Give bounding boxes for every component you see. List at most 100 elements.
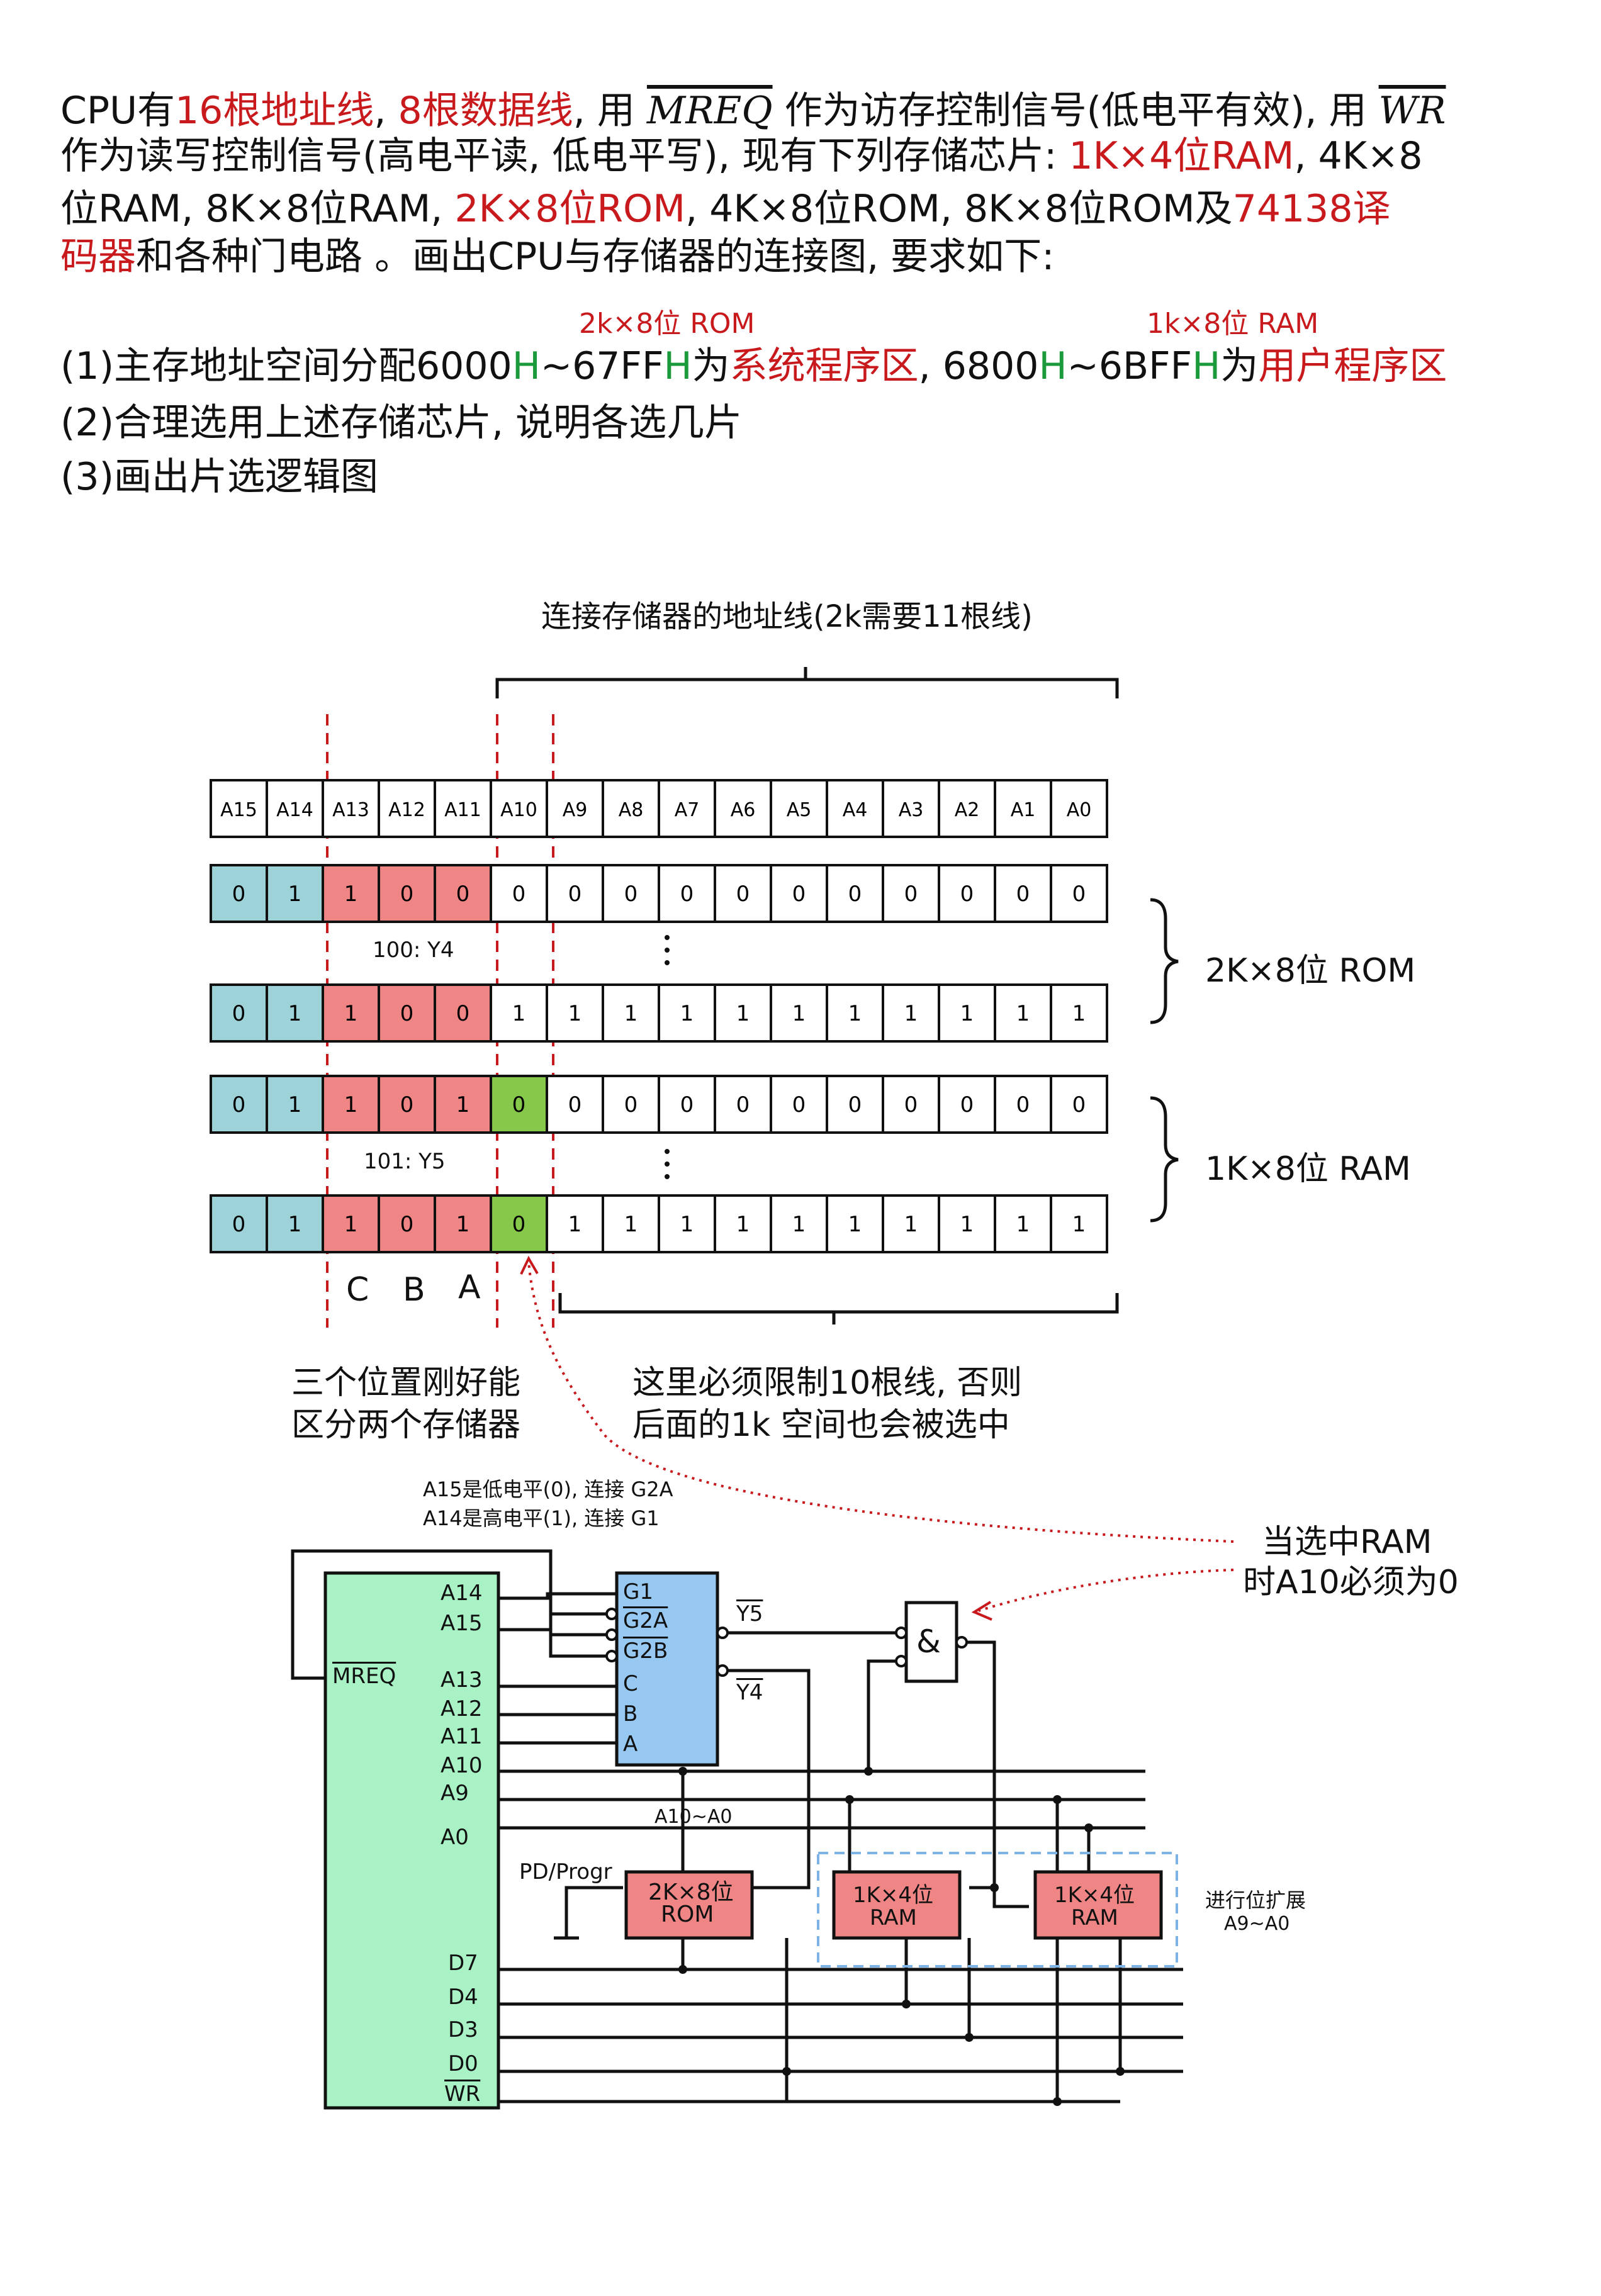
bit-cell [1050, 983, 1108, 1043]
note-left-1: 三个位置刚好能 [291, 1364, 521, 1402]
bit-cell-text: 0 [400, 1001, 414, 1026]
cpu-pin: D7 [448, 1951, 478, 1976]
header-cell-text: A7 [675, 799, 700, 821]
q-text: ~67FF [540, 344, 664, 388]
ram-group-label: 1K×8位 RAM [1205, 1150, 1411, 1188]
bit-cell-text: 0 [960, 1092, 974, 1117]
bus-label: A10~A0 [654, 1806, 733, 1828]
arrow-head [971, 1601, 992, 1621]
hex-suffix: H [512, 344, 541, 388]
cpu-pin: A0 [441, 1825, 469, 1850]
bit-cell-text: 1 [344, 1001, 358, 1026]
header-cell-text: A2 [955, 799, 980, 821]
cpu-pin: A11 [441, 1724, 483, 1749]
ram2-line2: RAM [1071, 1905, 1118, 1930]
bit-cell [210, 1194, 268, 1253]
bit-cell [826, 983, 884, 1043]
bit-cell [322, 864, 380, 923]
bit-cell [266, 1194, 324, 1253]
bit-extension-box [817, 1852, 1178, 1968]
bit-cell-text: 0 [792, 882, 806, 907]
cpu-pin: A14 [441, 1581, 483, 1606]
a15-note: A15是低电平(0), 连接 G2A [423, 1477, 673, 1501]
header-cell-text: A3 [899, 799, 924, 821]
bit-cell-text: 1 [456, 1212, 470, 1237]
question-line-3: 位RAM, 8K×8位RAM, 2K×8位ROM, 4K×8位ROM, 8K×8… [60, 186, 1391, 232]
question-line-2: 作为读写控制信号(高电平读, 低电平写), 现有下列存储芯片: 1K×4位RAM… [60, 133, 1423, 179]
bit-cell [322, 983, 380, 1043]
header-cell-text: A5 [787, 799, 812, 821]
bit-cell-text: 1 [960, 1001, 974, 1026]
header-cell-text: A10 [500, 799, 537, 821]
bit-cell-text: 0 [232, 1001, 246, 1026]
bit-cell [322, 1194, 380, 1253]
bit-cell-text: 0 [736, 882, 750, 907]
rom-chip [624, 1870, 754, 1940]
bit-cell-text: 1 [288, 882, 302, 907]
bit-cell-text: 1 [904, 1001, 918, 1026]
decoder-pin: C [623, 1671, 638, 1696]
question-line-4: 码器和各种门电路 。画出CPU与存储器的连接图, 要求如下: [60, 234, 1054, 279]
bit-cell-text: 0 [960, 882, 974, 907]
bit-cell [490, 1194, 548, 1253]
and-symbol: & [916, 1623, 941, 1660]
bit-cell-text: 1 [680, 1212, 694, 1237]
bit-cell [938, 1194, 996, 1253]
decoder-74138 [615, 1571, 719, 1767]
wr-signal: WR [1378, 89, 1446, 133]
header-cell-text: A6 [731, 799, 756, 821]
bit-cell-text: 0 [232, 882, 246, 907]
bit-cell-text: 0 [232, 1092, 246, 1117]
cba-c: C [346, 1271, 369, 1309]
bit-cell [490, 1075, 548, 1134]
arrow-head [520, 1255, 539, 1275]
q-text: 位RAM, 8K×8位RAM, [60, 187, 455, 231]
mreq-signal: MREQ [646, 89, 773, 133]
q-text: , 6800 [918, 344, 1039, 388]
header-cell-text: A4 [843, 799, 868, 821]
header-cell-text: A15 [220, 799, 257, 821]
q-highlight: 16根地址线 [175, 89, 374, 133]
inversion-bubbles [605, 1608, 968, 1677]
requirement-1: (1)主存地址空间分配6000H~67FFH为系统程序区, 6800H~6BFF… [60, 344, 1447, 389]
hex-suffix: H [1038, 344, 1067, 388]
bit-cell [938, 864, 996, 923]
cpu-pin-wr: WR [444, 2081, 481, 2107]
bit-cell [994, 983, 1052, 1043]
bit-cell-text: 1 [1072, 1212, 1086, 1237]
bit-cell-text: 0 [680, 1092, 694, 1117]
decoder-pin: G1 [623, 1579, 653, 1604]
bit-cell-text: 0 [232, 1212, 246, 1237]
bit-cell-text: 1 [344, 882, 358, 907]
q-highlight: 8根数据线 [398, 89, 573, 133]
cba-b: B [403, 1271, 425, 1309]
header-cell-text: A1 [1011, 799, 1036, 821]
ram2-line1: 1K×4位 [1054, 1883, 1135, 1908]
q-highlight: 码器 [60, 235, 136, 279]
bit-cell-text: 1 [680, 1001, 694, 1026]
bit-cell-text: 0 [456, 1001, 470, 1026]
decoder-pin: B [623, 1701, 638, 1727]
rom-chip-line1: 2K×8位 [648, 1879, 734, 1905]
bit-cell [434, 864, 492, 923]
q-text: CPU有 [60, 89, 175, 133]
q-text: , 用 [573, 89, 647, 133]
bit-cell-text: 0 [904, 882, 918, 907]
bit-cell-text: 1 [792, 1001, 806, 1026]
header-cell [938, 779, 996, 838]
top-brace-label: 连接存储器的地址线(2k需要11根线) [541, 599, 1033, 634]
bit-cell [658, 1075, 716, 1134]
q-text: 为 [692, 344, 730, 388]
header-cell-text: A13 [332, 799, 369, 821]
ext-note-1: 进行位扩展 [1205, 1888, 1306, 1912]
bit-cell-text: 0 [680, 882, 694, 907]
bit-cell [770, 983, 828, 1043]
bit-cell-text: 1 [792, 1212, 806, 1237]
cpu-pin: D4 [448, 1985, 478, 2010]
header-cell [658, 779, 716, 838]
q-text: 作为访存控制信号(低电平有效), 用 [772, 89, 1379, 133]
bit-cell-text: 0 [400, 882, 414, 907]
bit-cell [1050, 864, 1108, 923]
bit-cell [882, 983, 940, 1043]
